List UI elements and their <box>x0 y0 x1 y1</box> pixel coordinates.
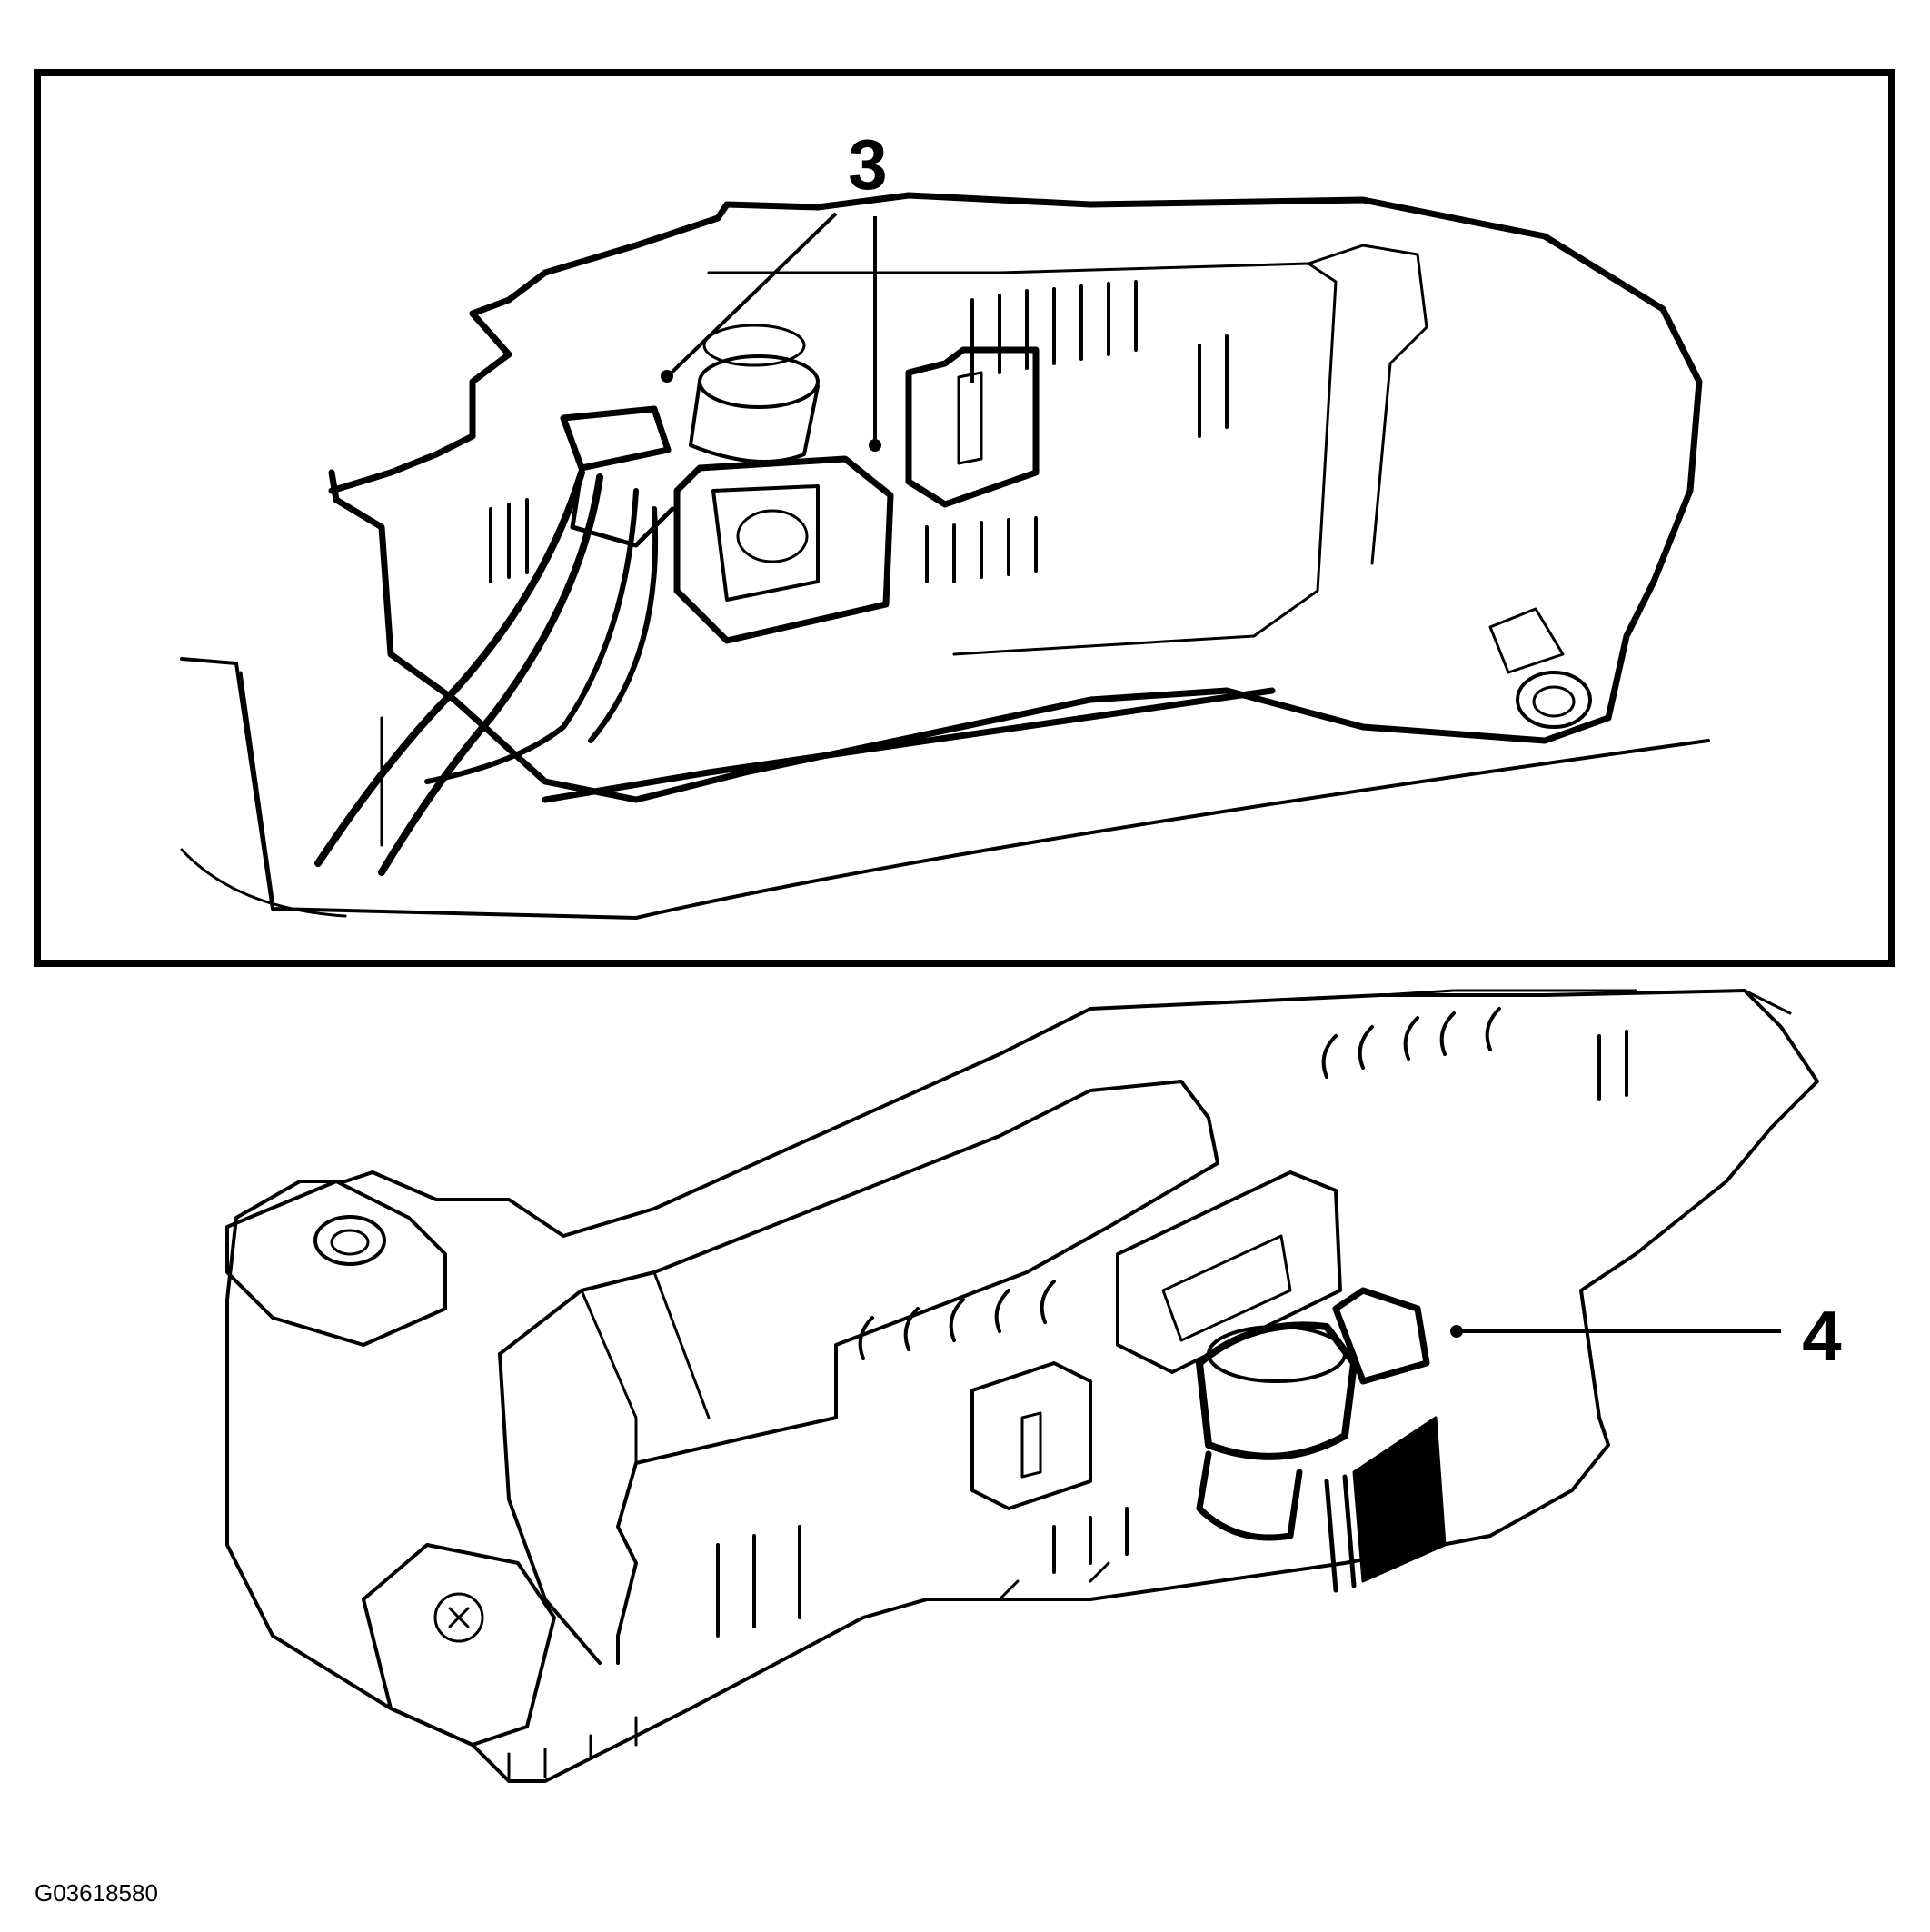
leader-line <box>668 212 838 376</box>
inset-panel: 3 <box>34 69 1895 967</box>
callout-3-leaders <box>661 212 881 452</box>
leader-dot <box>869 439 881 452</box>
leader-dot <box>661 370 673 383</box>
main-drawing <box>225 989 1819 1783</box>
callout-label-4: 4 <box>1802 1296 1841 1376</box>
main-view: 4 <box>225 989 1842 1783</box>
leader-dot <box>1450 1325 1463 1338</box>
callout-4-leader <box>1450 1325 1781 1338</box>
callout-label-3: 3 <box>848 124 887 204</box>
figure-id-label: G03618580 <box>35 1879 158 1907</box>
inset-frame <box>34 69 1895 967</box>
inset-drawing <box>180 192 1710 920</box>
